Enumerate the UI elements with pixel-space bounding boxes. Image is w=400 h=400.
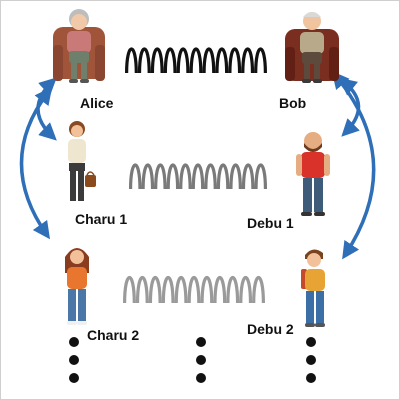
bearded-man-red-shirt-icon	[296, 132, 330, 216]
node-label-bob: Bob	[279, 95, 307, 111]
elderly-woman-in-armchair-icon	[53, 9, 105, 83]
woman-with-handbag-icon	[68, 121, 96, 201]
spring-coil-path	[128, 163, 268, 190]
node-label-alice: Alice	[80, 95, 114, 111]
arrow-bob-debu2	[331, 70, 376, 260]
spring-alice-bob	[125, 47, 267, 74]
spring-coil-path	[125, 47, 267, 74]
elderly-man-in-armchair-icon	[285, 12, 339, 83]
arrow-alice-charu2	[19, 86, 53, 240]
girl-orange-shirt-icon	[65, 248, 89, 325]
node-label-debu2: Debu 2	[247, 321, 294, 337]
spring-coil-path	[123, 276, 265, 304]
spring-charu1-debu1	[128, 163, 268, 190]
node-label-charu1: Charu 1	[75, 211, 128, 227]
node-label-debu1: Debu 1	[247, 215, 294, 231]
node-label-charu2: Charu 2	[87, 327, 140, 343]
spring-charu2-debu2	[123, 276, 265, 304]
boy-with-backpack-icon	[301, 249, 325, 327]
